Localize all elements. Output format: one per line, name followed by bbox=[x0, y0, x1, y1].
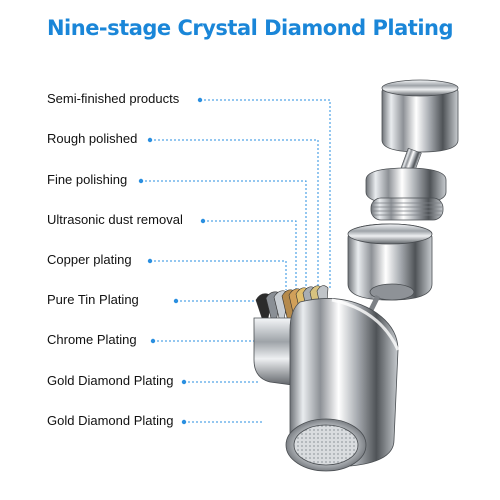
label-ultrasonic-dust-removal: Ultrasonic dust removal bbox=[47, 212, 183, 227]
label-chrome-plating: Chrome Plating bbox=[47, 332, 137, 347]
label-gold-diamond-plating-2: Gold Diamond Plating bbox=[47, 413, 174, 428]
label-rough-polished: Rough polished bbox=[47, 131, 138, 146]
aerator-body bbox=[253, 298, 400, 472]
label-copper-plating: Copper plating bbox=[47, 252, 132, 267]
page-title: Nine-stage Crystal Diamond Plating bbox=[46, 16, 454, 40]
label-semi-finished-products: Semi-finished products bbox=[47, 91, 180, 106]
ball-joint bbox=[347, 223, 433, 301]
top-cap bbox=[381, 79, 459, 153]
label-fine-polishing: Fine polishing bbox=[47, 172, 128, 187]
label-pure-tin-plating: Pure Tin Plating bbox=[47, 292, 139, 307]
label-gold-diamond-plating-1: Gold Diamond Plating bbox=[47, 373, 174, 388]
threaded-nut bbox=[365, 167, 447, 221]
leader-dots bbox=[138, 97, 206, 425]
